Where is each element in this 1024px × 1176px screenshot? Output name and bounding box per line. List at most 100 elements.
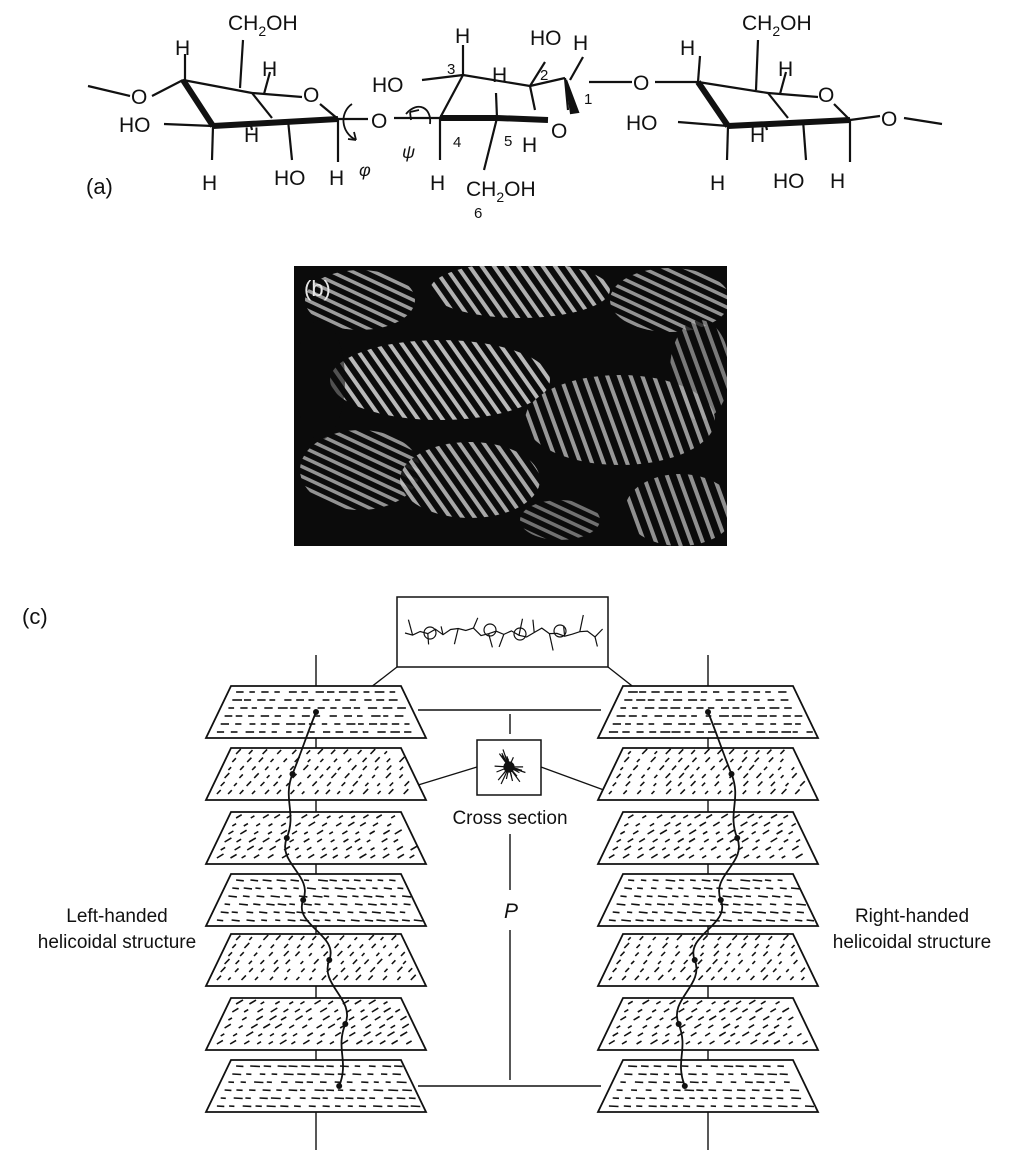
fibril-mark bbox=[748, 1024, 755, 1029]
fibril-mark bbox=[766, 958, 773, 965]
fibril-mark bbox=[253, 903, 261, 906]
fibril-mark bbox=[311, 780, 318, 787]
fibril-mark bbox=[383, 1007, 392, 1013]
fibril-mark bbox=[703, 887, 713, 890]
fibril-mark bbox=[685, 1015, 693, 1021]
fibril-mark bbox=[764, 879, 772, 882]
fibril-mark bbox=[276, 789, 282, 795]
fibril-mark bbox=[619, 766, 624, 771]
fibril-mark bbox=[330, 839, 335, 843]
fibril-mark bbox=[700, 944, 705, 949]
fibril-mark bbox=[623, 1008, 629, 1013]
fibril-mark bbox=[645, 903, 652, 906]
fibril-mark bbox=[389, 879, 396, 882]
fibril-mark bbox=[264, 765, 269, 771]
fibril-mark bbox=[364, 782, 369, 787]
fibril-mark bbox=[313, 919, 320, 922]
fibril-mark bbox=[616, 959, 622, 965]
fibril-mark bbox=[756, 790, 761, 795]
side-branch bbox=[594, 636, 598, 647]
fibril-mark bbox=[305, 1007, 312, 1013]
fibril-mark bbox=[637, 1008, 643, 1013]
fibril-mark bbox=[314, 903, 321, 906]
fibril-mark bbox=[224, 1023, 232, 1029]
fibril-mark bbox=[782, 1032, 788, 1037]
fibril-mark bbox=[224, 903, 231, 906]
fibril-mark bbox=[259, 911, 268, 914]
fibril-mark bbox=[665, 887, 673, 890]
fibril-mark bbox=[627, 1000, 634, 1005]
fibril-mark bbox=[674, 1097, 684, 1100]
psi-angle-label: ψ bbox=[402, 142, 415, 162]
fibril-mark bbox=[806, 919, 815, 922]
fibril-mark bbox=[350, 919, 360, 922]
fibril-mark bbox=[375, 952, 380, 957]
fibril-mark bbox=[357, 846, 363, 851]
fibril-mark bbox=[268, 823, 273, 827]
cross-section-bundle bbox=[494, 749, 526, 785]
fibril-mark bbox=[338, 814, 344, 819]
fibril-mark bbox=[386, 823, 392, 827]
fibril-mark bbox=[704, 756, 711, 763]
fibril-mark bbox=[341, 830, 348, 835]
fibril-mark bbox=[372, 887, 378, 890]
fibril-mark bbox=[713, 879, 720, 882]
fibril-mark bbox=[396, 966, 403, 973]
helix-node bbox=[283, 835, 290, 841]
fibril-mark bbox=[373, 1105, 383, 1108]
fibril-mark bbox=[703, 838, 710, 843]
fibril-mark bbox=[285, 959, 291, 965]
fibril-mark bbox=[653, 750, 658, 755]
fibril-mark bbox=[762, 829, 770, 835]
fibril-mark bbox=[314, 789, 320, 795]
fibril-mark bbox=[273, 781, 279, 787]
ring-unit bbox=[423, 626, 437, 640]
fibril-mark bbox=[283, 976, 288, 981]
fibril-mark bbox=[763, 766, 768, 771]
fibril-mark bbox=[365, 1023, 372, 1029]
fibril-mark bbox=[316, 829, 324, 835]
fibril-mark bbox=[362, 788, 369, 795]
fibril-mark bbox=[755, 772, 762, 779]
fibril-mark bbox=[742, 772, 749, 779]
fibril-mark bbox=[352, 895, 359, 898]
fibril-mark bbox=[791, 772, 798, 779]
fibril-mark bbox=[410, 1105, 421, 1108]
fibril-mark bbox=[334, 887, 343, 890]
fibril-mark bbox=[235, 935, 241, 941]
fibril-mark bbox=[293, 887, 299, 890]
fibril-mark bbox=[665, 936, 670, 941]
fibril-mark bbox=[689, 944, 694, 949]
fibril-mark bbox=[273, 911, 280, 914]
fibril-mark bbox=[320, 853, 328, 859]
fibril-mark bbox=[307, 911, 315, 914]
fibril-mark bbox=[740, 821, 748, 827]
fibril-mark bbox=[766, 887, 774, 890]
helicoid-layer bbox=[596, 933, 820, 987]
fibril-mark bbox=[760, 1000, 767, 1005]
fibril-mark bbox=[608, 854, 615, 859]
fibril-mark bbox=[283, 943, 289, 949]
fibril-mark bbox=[401, 919, 410, 922]
fibril-mark bbox=[283, 1073, 294, 1076]
fibril-mark bbox=[231, 943, 237, 949]
fibril-mark bbox=[635, 919, 644, 922]
panel-b-label: (b) bbox=[304, 276, 331, 301]
fibril-mark bbox=[718, 1031, 727, 1037]
fibril-mark bbox=[353, 936, 358, 941]
hydrogen-label: H bbox=[573, 32, 588, 55]
fibril-mark bbox=[405, 1040, 413, 1045]
fibril-mark bbox=[754, 887, 761, 890]
fibril-mark bbox=[690, 879, 696, 882]
fibril-mark bbox=[373, 1089, 384, 1092]
fibril-mark bbox=[360, 1009, 365, 1013]
helix-node bbox=[681, 1083, 688, 1089]
fibril-mark bbox=[787, 1024, 792, 1029]
fibril-mark bbox=[710, 919, 720, 922]
fibril-mark bbox=[651, 1009, 657, 1013]
fibril-mark bbox=[767, 935, 773, 941]
fibril-mark bbox=[230, 853, 238, 859]
fibril-mark bbox=[685, 846, 691, 851]
fibril-mark bbox=[656, 814, 663, 819]
fibril-mark bbox=[749, 975, 755, 981]
